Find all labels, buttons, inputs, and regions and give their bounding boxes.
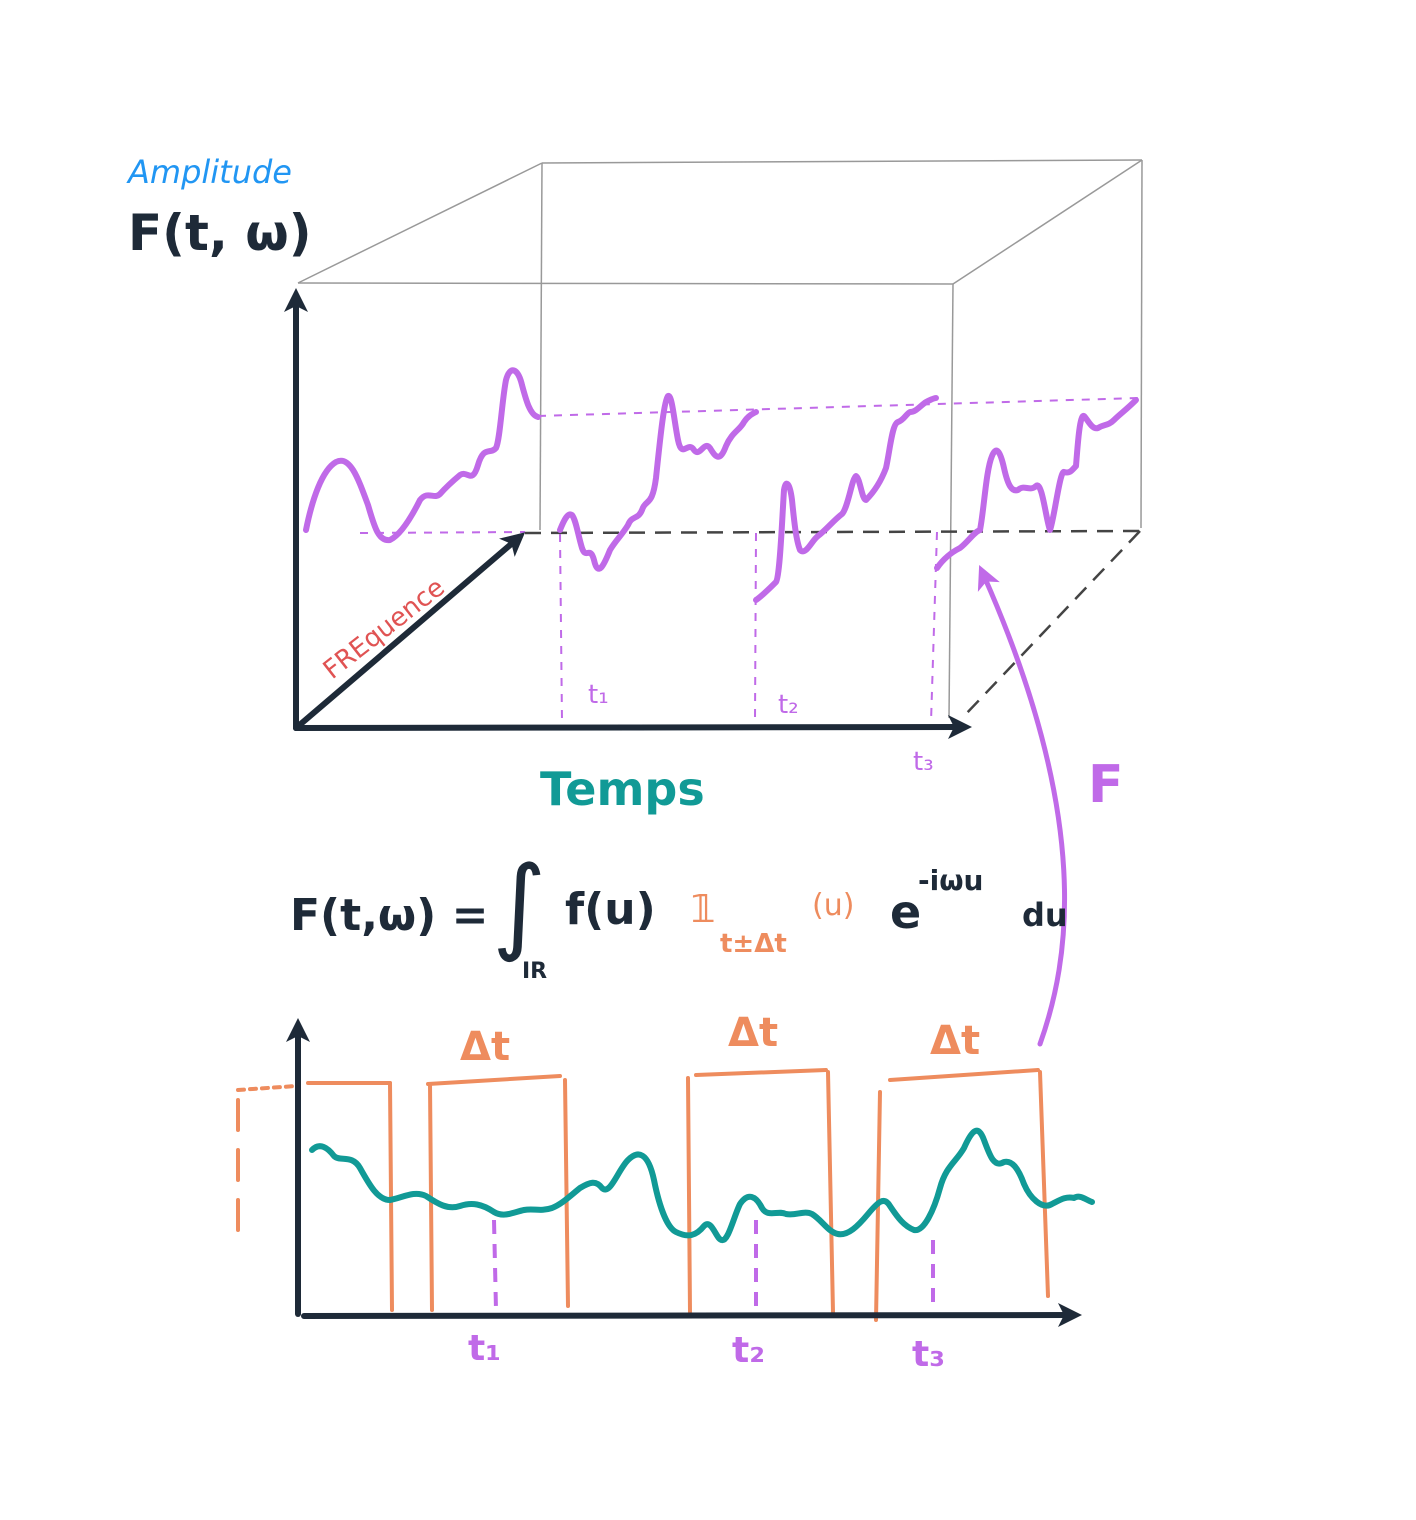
time-axis [293,715,972,740]
frequency-label: FREquence [318,572,451,685]
formula-indicator: 𝟙 [690,887,716,931]
axes-3d [284,288,972,740]
formula-integral: ∫ [492,843,546,965]
spectrum-curve-main [303,367,541,544]
formula-indicator-arg: (u) [812,888,854,923]
f-t-omega-label: F(t, ω) [128,204,312,262]
transform-symbol: F [1088,755,1124,815]
time-signal-plot: Δt Δt Δt t₁ t₂ t₃ [236,1010,1095,1375]
spectrogram-3d-plot: Amplitude F(t, ω) FREquence Temps t₁ t₂ … [126,153,1143,816]
formula-domain: IR [522,959,547,984]
time-windows [236,1068,1050,1322]
spectrum-curves [303,367,1139,603]
floor-dashed-edges [524,529,1141,716]
spectrum-curve-t3 [934,397,1139,571]
formula-f-of-u: f(u) [565,884,656,935]
window-label-3: Δt [930,1018,980,1064]
t2-label-top: t₂ [778,690,799,720]
transform-arrow: F [977,565,1124,1047]
spectrum-curve-t2 [753,395,939,603]
window-label-1: Δt [460,1024,510,1070]
frequency-axis [293,532,526,731]
formula-exp-power: -iωu [918,864,984,897]
signal-axes [286,1018,1082,1328]
stft-formula: F(t,ω) = ∫ IR f(u) 𝟙 t±Δt (u) e -iωu du [290,843,1068,984]
t3-label-bottom: t₃ [912,1334,945,1375]
slice-guides [359,397,1139,723]
t1-label-top: t₁ [588,680,609,710]
amplitude-label: Amplitude [126,153,292,191]
t2-label-bottom: t₂ [732,1330,765,1371]
formula-lhs: F(t,ω) = [290,890,488,941]
formula-du: du [1022,896,1068,934]
wireframe-box [297,159,1143,719]
window-centers [492,1219,935,1314]
t1-label-bottom: t₁ [468,1328,501,1369]
time-signal-curve [309,1127,1095,1243]
formula-indicator-subscript: t±Δt [720,929,787,959]
formula-exp-base: e [890,885,921,939]
window-label-2: Δt [728,1010,778,1056]
signal-x-axis [301,1303,1082,1328]
spectrum-curve-t1 [557,392,759,572]
time-label: Temps [540,762,705,816]
t3-label-top: t₃ [913,747,934,777]
